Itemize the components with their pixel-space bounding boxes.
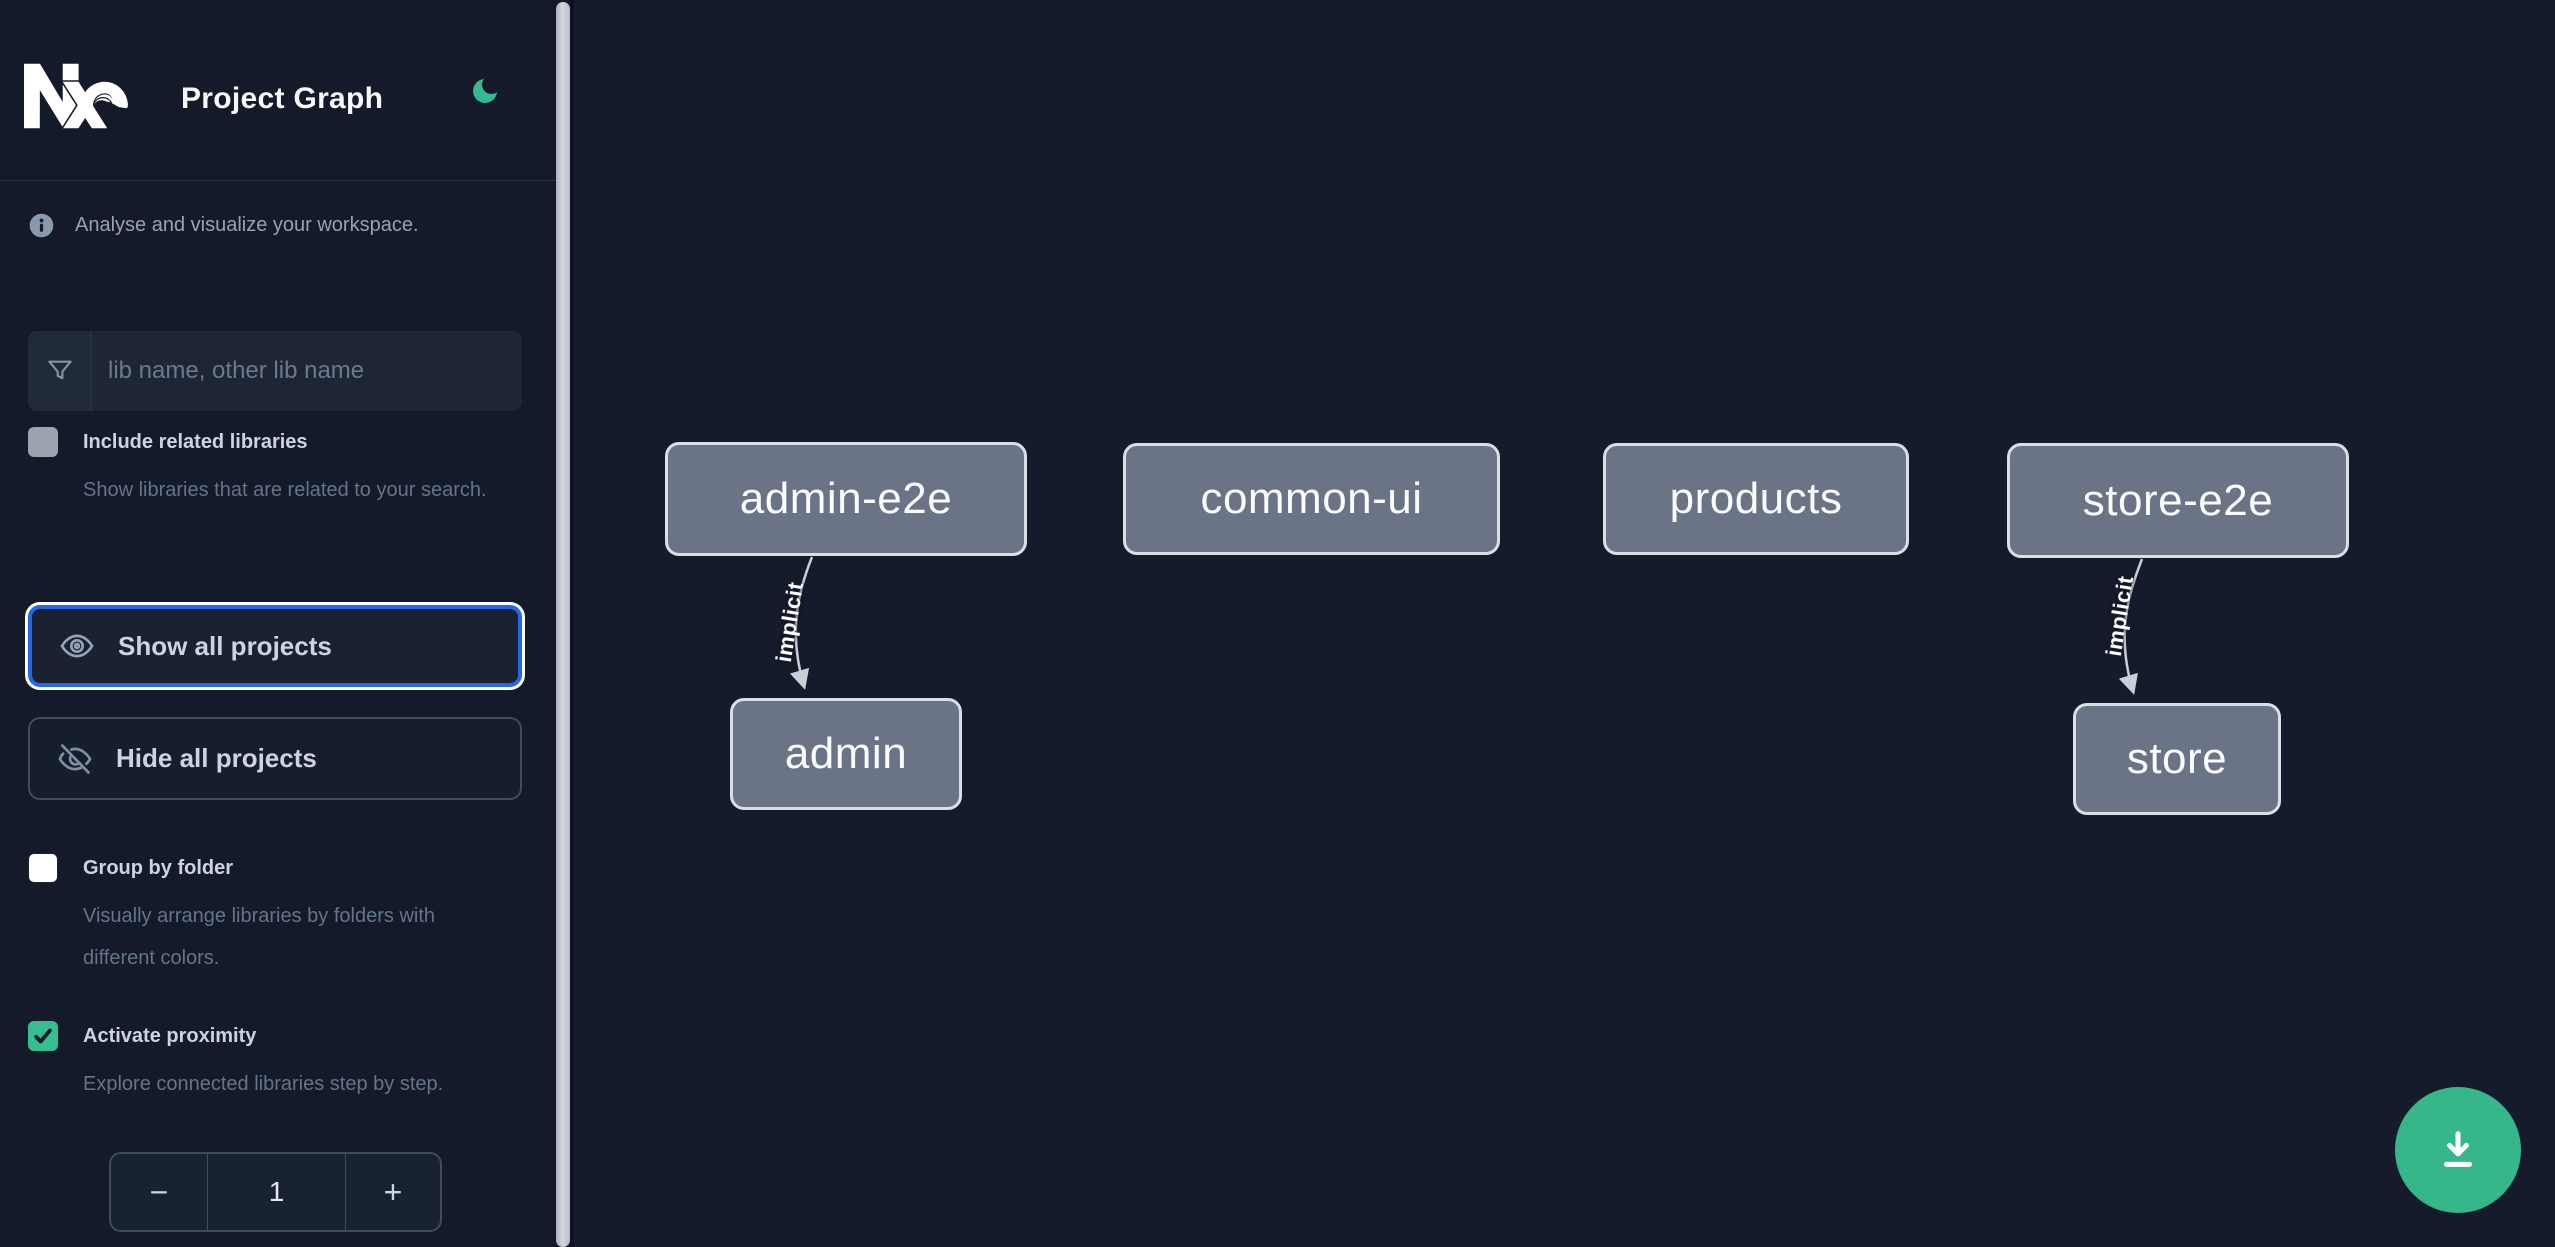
node-label: store [2126,734,2228,783]
nx-logo [24,63,128,129]
increment-button[interactable]: + [346,1154,440,1230]
page-title: Project Graph [181,82,384,115]
include-related-description: Show libraries that are related to your … [83,479,487,501]
graph-node-common-ui[interactable]: common-ui [1123,443,1500,555]
theme-toggle-button[interactable] [464,70,506,112]
decrement-button[interactable]: − [111,1154,207,1230]
graph-node-store-e2e[interactable]: store-e2e [2007,443,2349,558]
graph-edges [789,556,2144,695]
eye-off-icon [58,743,92,774]
sidebar: Project Graph Analyse and visualize your… [0,0,557,1247]
funnel-icon [47,360,72,380]
node-label: admin-e2e [739,474,953,523]
graph-canvas[interactable]: implicit implicit admin-e2e common-ui pr… [574,0,2555,1247]
eye-icon [60,634,94,658]
node-label: products [1669,474,1843,523]
show-all-projects-button[interactable]: Show all projects [28,605,522,687]
tagline-text: Analyse and visualize your workspace. [75,214,419,236]
activate-proximity-checkbox[interactable] [28,1021,58,1051]
info-icon [29,213,54,238]
download-icon [2444,1131,2472,1167]
hide-all-projects-label: Hide all projects [116,743,317,773]
graph-node-admin-e2e[interactable]: admin-e2e [665,442,1027,556]
node-label: store-e2e [2082,475,2274,525]
filter-icon-segment [28,331,92,411]
node-label: common-ui [1200,474,1423,523]
activate-proximity-description: Explore connected libraries step by step… [83,1073,444,1095]
graph-node-admin[interactable]: admin [730,698,962,810]
node-label: admin [784,729,908,778]
group-by-folder-checkbox[interactable] [28,853,58,883]
group-by-folder-label: Group by folder [83,856,233,879]
proximity-depth-stepper: − 1 + [109,1152,442,1232]
graph-node-store[interactable]: store [2073,703,2281,815]
filter-input[interactable] [92,331,522,411]
check-icon [34,1028,52,1044]
tagline-row: Analyse and visualize your workspace. [28,212,419,239]
edge-label-implicit-store: implicit [2100,573,2139,658]
sidebar-canvas-divider [570,0,574,1247]
include-related-label: Include related libraries [83,430,308,453]
activate-proximity-label: Activate proximity [83,1024,257,1047]
moon-icon [473,79,497,103]
toggle-include-related: Include related libraries Show libraries… [28,427,506,511]
edge-label-implicit-admin: implicit [770,579,809,664]
filter-box [28,331,522,411]
sidebar-scrollbar[interactable] [556,2,570,1247]
graph-node-products[interactable]: products [1603,443,1909,555]
show-all-projects-label: Show all projects [118,630,332,661]
proximity-depth-value: 1 [207,1154,346,1230]
header-divider [0,180,557,181]
hide-all-projects-button[interactable]: Hide all projects [28,717,522,800]
toggle-activate-proximity: Activate proximity Explore connected lib… [28,1021,506,1105]
download-image-button[interactable] [2395,1087,2521,1213]
toggle-group-by-folder: Group by folder Visually arrange librari… [28,853,506,979]
group-by-folder-description: Visually arrange libraries by folders wi… [83,905,436,969]
include-related-checkbox[interactable] [28,427,58,457]
